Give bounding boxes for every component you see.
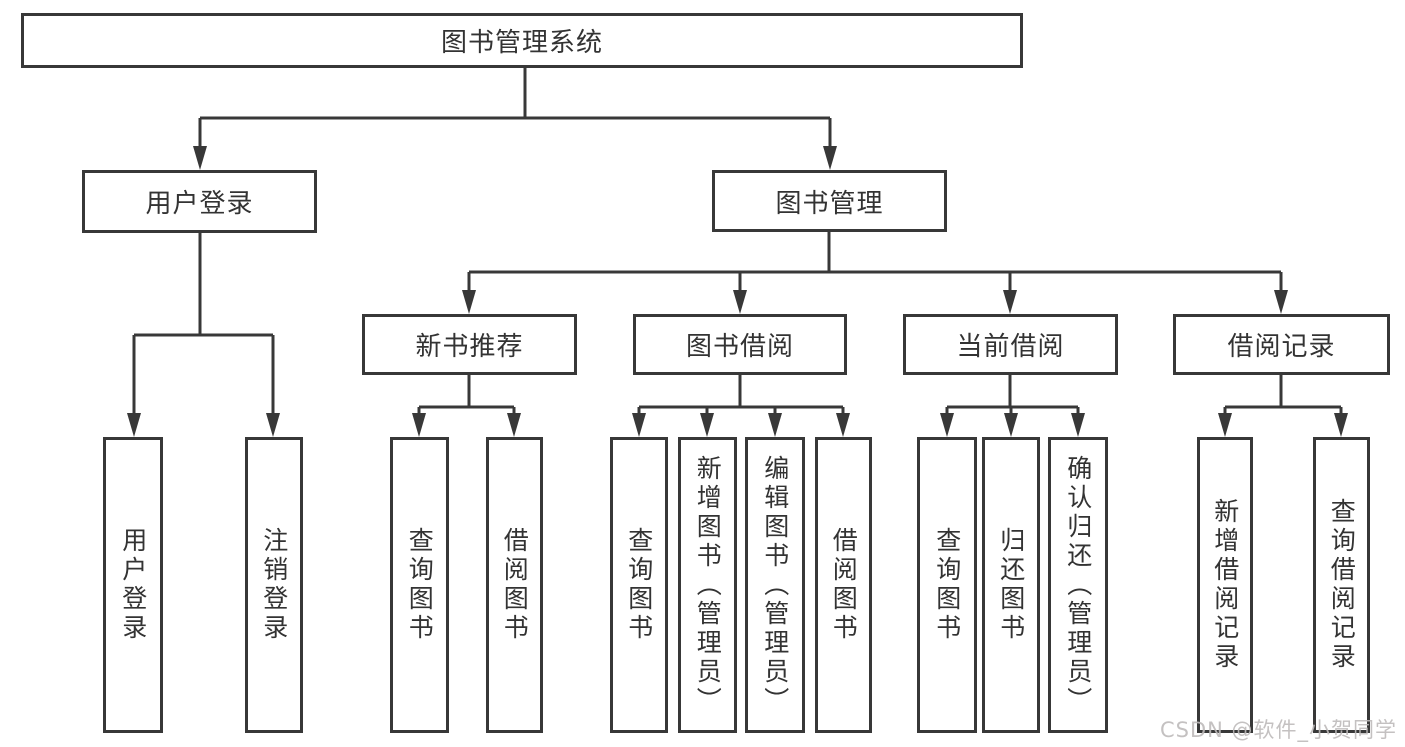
node-leaf-edit-books-admin-label: 编辑图书（管理员） [760,454,790,716]
node-leaf-logout: 注销登录 [245,437,303,733]
node-book-management-label: 图书管理 [775,188,884,219]
node-current-borrowing-label: 当前借阅 [956,332,1065,362]
node-user-login: 用户登录 [82,170,317,233]
arrowhead-icons [127,146,1348,437]
node-leaf-borrow-books-label: 借阅图书 [829,527,859,643]
node-book-management: 图书管理 [712,170,947,232]
node-leaf-user-login-label: 用户登录 [118,527,148,643]
node-borrowing-records-label: 借阅记录 [1227,332,1336,362]
node-leaf-confirm-return-admin: 确认归还（管理员） [1048,437,1108,733]
node-leaf-add-borrow-record-label: 新增借阅记录 [1210,498,1240,672]
node-leaf-user-login: 用户登录 [103,437,163,733]
node-leaf-borrow-books-recommend-label: 借阅图书 [500,527,530,643]
node-book-borrowing: 图书借阅 [633,314,847,375]
node-root-label: 图书管理系统 [440,28,603,58]
node-leaf-confirm-return-admin-label: 确认归还（管理员） [1063,454,1093,716]
node-borrowing-records: 借阅记录 [1173,314,1390,375]
node-root: 图书管理系统 [21,13,1023,68]
node-leaf-query-borrow-record: 查询借阅记录 [1313,437,1370,733]
node-leaf-query-borrow-record-label: 查询借阅记录 [1327,498,1357,672]
node-leaf-return-books: 归还图书 [982,437,1040,733]
node-leaf-add-books-admin-label: 新增图书（管理员） [693,454,723,716]
node-leaf-add-borrow-record: 新增借阅记录 [1197,437,1253,733]
node-leaf-add-books-admin: 新增图书（管理员） [678,437,737,733]
node-leaf-query-books-current-label: 查询图书 [932,527,962,643]
node-leaf-query-books-recommend: 查询图书 [390,437,449,733]
node-leaf-query-books-borrowing-label: 查询图书 [624,527,654,643]
node-leaf-query-books-borrowing: 查询图书 [610,437,668,733]
node-leaf-query-books-recommend-label: 查询图书 [405,527,435,643]
node-book-borrowing-label: 图书借阅 [685,332,794,362]
csdn-watermark: CSDN @软件_小贺同学 [1160,718,1398,742]
node-user-login-label: 用户登录 [145,189,254,219]
node-leaf-edit-books-admin: 编辑图书（管理员） [745,437,805,733]
node-leaf-query-books-current: 查询图书 [917,437,977,733]
node-new-book-recommend-label: 新书推荐 [415,332,524,362]
node-leaf-borrow-books-recommend: 借阅图书 [486,437,543,733]
node-leaf-return-books-label: 归还图书 [996,527,1026,643]
node-current-borrowing: 当前借阅 [903,314,1118,375]
node-leaf-borrow-books: 借阅图书 [815,437,872,733]
node-new-book-recommend: 新书推荐 [362,314,577,375]
node-leaf-logout-label: 注销登录 [259,527,289,643]
